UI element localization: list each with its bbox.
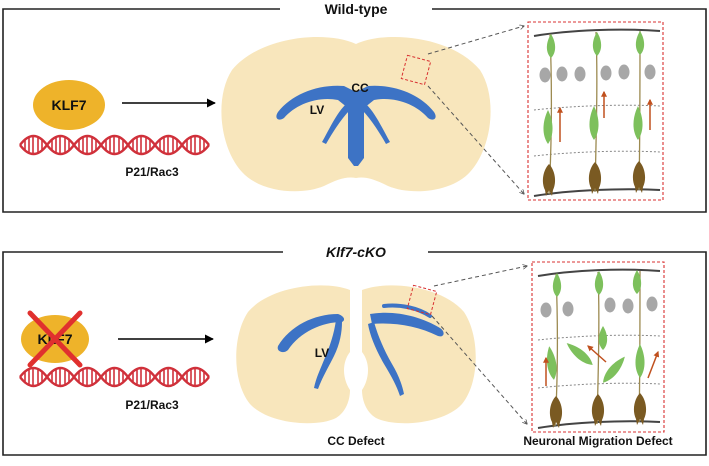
dna-helix-cko xyxy=(18,366,211,388)
zoom-line-bottom xyxy=(427,85,524,194)
gene-label-cko: P21/Rac3 xyxy=(125,398,179,412)
cortex-highlight-box-cko xyxy=(406,284,438,316)
lv-label: LV xyxy=(310,103,324,117)
cc-label: CC xyxy=(351,81,369,95)
brain-section-cko xyxy=(236,285,476,424)
migration-defect-caption: Neuronal Migration Defect xyxy=(523,434,672,448)
zoom-line-top xyxy=(427,26,524,55)
migration-inset-wild-type xyxy=(527,21,664,201)
klf7-label: KLF7 xyxy=(52,97,87,113)
cc-defect-caption: CC Defect xyxy=(327,434,384,448)
zoom-line-top-cko xyxy=(433,266,527,287)
gene-label: P21/Rac3 xyxy=(125,165,179,179)
ventricle-system xyxy=(276,85,436,166)
cko-title: Klf7-cKO xyxy=(326,244,386,260)
wild-type-title: Wild-type xyxy=(325,1,388,17)
cko-panel-frame xyxy=(2,251,707,456)
klf7-protein xyxy=(33,80,105,130)
knockout-cross-icon xyxy=(27,310,83,368)
cortex-highlight-box xyxy=(400,54,432,86)
wild-type-panel: Wild-type KLF7 P21/Rac3 CC LV xyxy=(2,1,707,213)
cko-panel: Klf7-cKO KLF7 P21/Rac3 LV CC Defect xyxy=(2,244,707,456)
migration-inset-cko xyxy=(531,261,665,433)
brain-section xyxy=(221,36,491,192)
wild-type-panel-frame xyxy=(2,8,707,213)
dna-helix xyxy=(18,134,211,156)
lv-label-cko: LV xyxy=(315,346,329,360)
zoom-line-bottom-cko xyxy=(431,315,527,424)
